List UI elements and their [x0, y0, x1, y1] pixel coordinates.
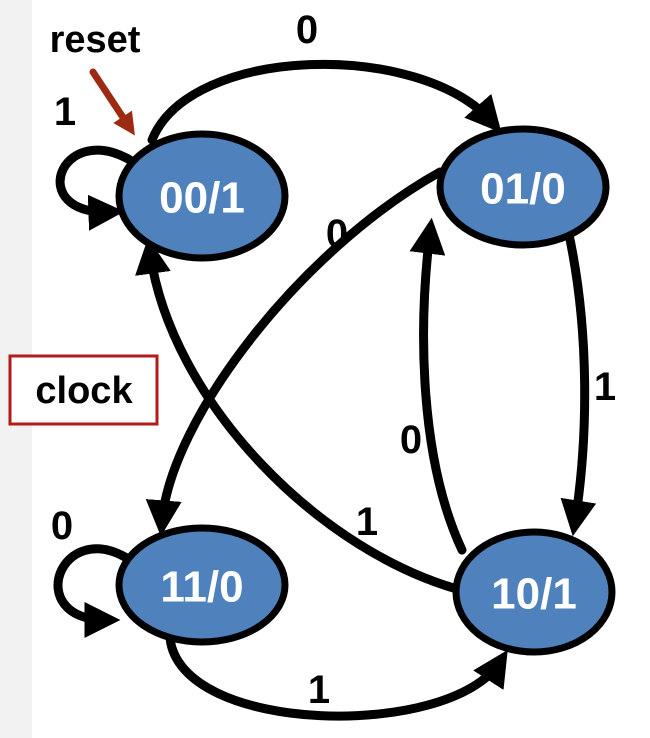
clock-box: clock — [8, 354, 159, 426]
edge-01-to-11 — [145, 167, 445, 537]
state-00-shape — [115, 130, 289, 262]
state-00: 00/1 — [115, 130, 289, 262]
edge-label-00-self: 1 — [54, 90, 76, 134]
state-01: 01/0 — [436, 125, 610, 249]
edge-label-00-to-01: 0 — [296, 8, 318, 52]
edge-label-11-to-10: 1 — [308, 668, 330, 712]
state-01-label: 01/0 — [480, 165, 566, 214]
state-11-label: 11/0 — [160, 563, 243, 612]
edge-10-to-00 — [135, 237, 473, 597]
state-00-label: 00/1 — [159, 174, 245, 223]
state-10-shape — [452, 528, 616, 656]
edge-label-10-to-01: 0 — [400, 418, 422, 462]
edge-11-to-10 — [165, 633, 508, 721]
clock-box-border — [8, 354, 159, 426]
state-10-label: 10/1 — [491, 570, 577, 619]
edge-label-11-self: 0 — [51, 504, 73, 548]
edge-10-to-01 — [409, 217, 467, 555]
reset-arrow — [89, 68, 135, 136]
edge-00-self-loop — [55, 145, 135, 231]
edge-11-self-loop — [53, 544, 135, 638]
edge-label-10-to-00: 1 — [356, 500, 378, 544]
state-10: 10/1 — [452, 528, 616, 656]
state-11: 11/0 — [115, 524, 289, 646]
edge-00-to-01 — [147, 59, 502, 145]
edge-01-to-10 — [560, 225, 597, 537]
state-01-shape — [436, 125, 610, 249]
clock-label: clock — [35, 370, 133, 412]
edge-label-01-to-10: 1 — [594, 365, 616, 409]
state-11-shape — [115, 524, 289, 646]
reset-label: reset — [50, 19, 141, 61]
edge-label-01-to-11: 0 — [326, 212, 348, 256]
